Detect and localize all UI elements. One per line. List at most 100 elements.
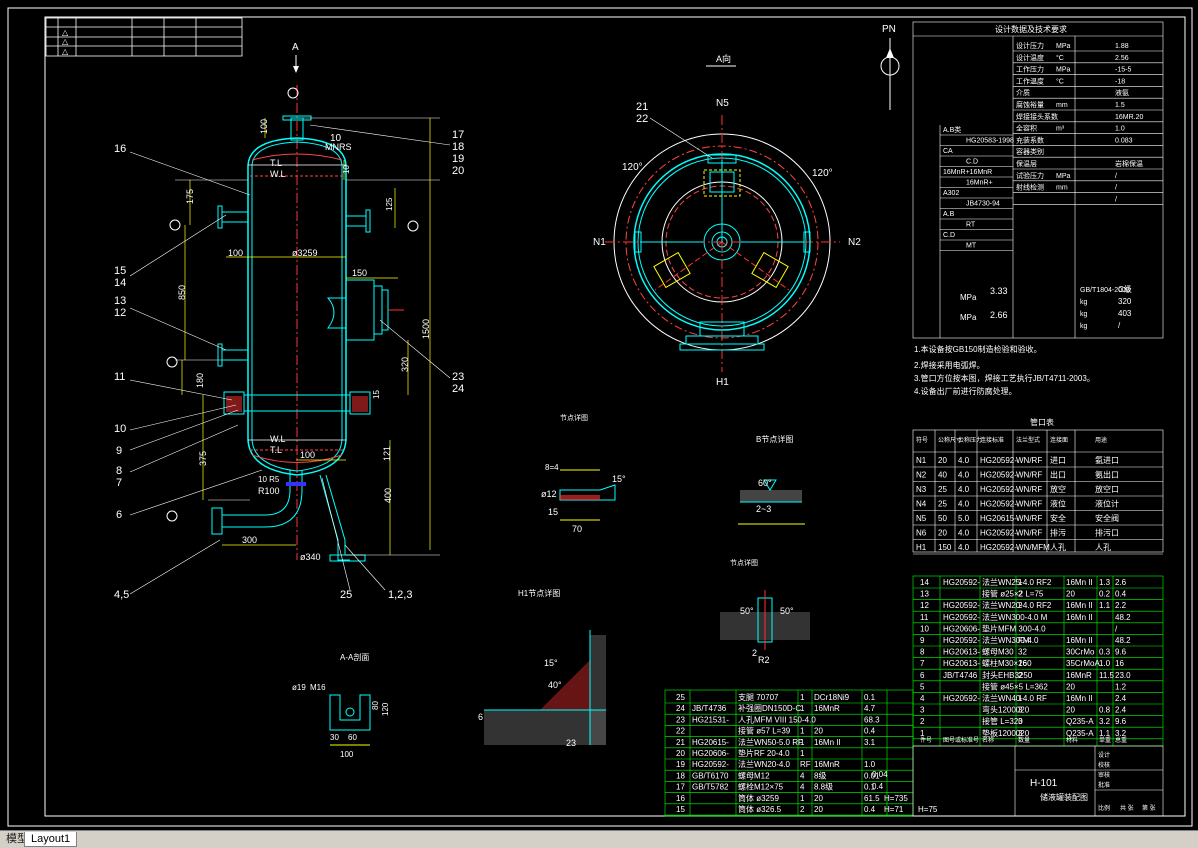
title-block-labels: 设计校核审核批准比例共 张第 张 [1098, 751, 1156, 812]
weight-unit: GB/T1804-2000 [1080, 287, 1130, 294]
dim-a10: 10 R5 [258, 475, 280, 484]
bom-right-cell: 16 [1115, 659, 1124, 668]
dim-850: 850 [177, 285, 187, 300]
bom-right-cell: 20 [1066, 706, 1075, 715]
layout-tab-bar: 模型 Layout1 [0, 830, 1198, 848]
bom-right-cell: 接管 ø25×2 L=75 [982, 589, 1044, 599]
bom-right-cell: 20 [1066, 590, 1075, 599]
tab-model[interactable]: 模型 [6, 833, 28, 845]
design-table-left: A.B类HG20583-1998CAC.D16MnR+16MnR16MnR+A3… [940, 125, 1014, 251]
callout-6: 6 [116, 509, 122, 521]
bom-right-cell: 1 [920, 729, 925, 738]
design-row-unit: mm [1056, 102, 1068, 109]
design-row-value: / [1115, 185, 1117, 192]
bom-left-cell: DCr18Ni9 [814, 693, 850, 702]
bom-right-cell: 3 [1018, 717, 1023, 726]
bom-header-cell: 材料 [1066, 736, 1078, 744]
bom-left-cell: 法兰WN50-5.0 RF [738, 737, 803, 747]
bom-left-cell: 接管 ø57 L=39 [738, 726, 791, 736]
callout-10-r: 10 [330, 133, 342, 144]
nozzle-cell: 50 [938, 514, 947, 523]
note-1: 1.本设备按GB150制造检验和验收。 [914, 344, 1042, 354]
title-label: 第 张 [1142, 804, 1156, 812]
title-block-name: H-101 [1030, 778, 1058, 789]
design-row-label: 试验压力 [1016, 171, 1044, 180]
design-row-value: 液氨 [1115, 88, 1129, 97]
bom-left-cell: 4.7 [864, 704, 876, 713]
angle-120-right: 120° [812, 168, 833, 179]
nozzle-header-cell: 公称压力 [958, 436, 982, 444]
nozzle-cell: 4.0 [958, 543, 970, 552]
aa-val-120: 120 [381, 702, 390, 716]
bom-right-cell: 封头EHB3250 [982, 670, 1033, 680]
nozzle-cell: N3 [916, 485, 927, 494]
det-val-15c: 15 [548, 507, 558, 517]
plan-view-label: A向 [716, 53, 731, 64]
callout-4-5: 4,5 [114, 589, 129, 601]
bom-right-cell: 30CrMo [1066, 648, 1095, 657]
inner-frame [44, 16, 1186, 817]
bom-left-cell: 8级 [814, 770, 826, 780]
design-row-unit: °C [1056, 77, 1064, 85]
nozzle-cell: 40 [938, 471, 947, 480]
design-row-label: 设计压力 [1016, 41, 1044, 50]
bom-right-cell: 2 [1018, 671, 1023, 680]
extra-wt-2: 0.4 [872, 782, 884, 791]
bom-right-cell: 法兰WN300-4.0 M [982, 612, 1048, 622]
nozzle-cell: 放空 [1050, 484, 1066, 494]
pressure-val-2: 2.66 [990, 310, 1008, 320]
design-row-label: 全容积 [1016, 124, 1037, 133]
bom-right-cell: 0.2 [1099, 590, 1111, 599]
title-label: 设计 [1098, 751, 1110, 759]
bom-right-cell: 9.6 [1115, 717, 1127, 726]
extension-lines [175, 117, 440, 556]
weight-value: C级 [1118, 284, 1132, 294]
bom-right-cell: HG20592- [943, 613, 980, 622]
bom-left-cell: 3.1 [864, 738, 876, 747]
cad-drawing-canvas[interactable]: △ △ △ [0, 0, 1198, 830]
bom-right-cell: 3 [1018, 706, 1023, 715]
callout-18: 18 [452, 141, 464, 153]
bom-right-cell: 14 [920, 578, 929, 587]
nozzle-cell: 液位 [1050, 499, 1066, 509]
design-row-value: 岩棉保温 [1115, 159, 1143, 168]
bom-left-cell: 20 [676, 749, 685, 758]
nozzle-cell: HG20592- [980, 543, 1017, 552]
bom-right-cell: 16Mn II [1066, 694, 1093, 703]
callout-7: 7 [116, 477, 122, 489]
design-row-value: 1.88 [1115, 43, 1129, 50]
title-block-grid [912, 745, 1164, 817]
bom-right-cell: 接管 L=320 [982, 716, 1023, 726]
nozzle-cell: 25 [938, 500, 947, 509]
level-wl: W.L [270, 169, 286, 179]
bom-right-cell: Q235-A [1066, 729, 1094, 738]
design-row-value: 2.56 [1115, 55, 1129, 62]
nozzle-cell: WN/RF [1016, 500, 1042, 509]
vessel-plan-view [605, 115, 840, 372]
design-left-cell: RT [966, 222, 976, 229]
title-block-subtitle: 储液罐装配图 [1040, 792, 1088, 802]
bom-left-cell: 24 [676, 704, 685, 713]
design-left-cell: HG20583-1998 [966, 138, 1014, 145]
nozzle-cell: 20 [938, 456, 947, 465]
dim-150: 150 [352, 268, 367, 278]
nozzle-cell: 排污 [1050, 528, 1066, 538]
design-row-label: 腐蚀裕量 [1016, 100, 1044, 109]
bom-left-cell: 16Mn II [814, 738, 841, 747]
tab-layout1[interactable]: Layout1 [24, 832, 78, 847]
section-a-label: A [292, 42, 299, 53]
bom-left-cell: 1 [800, 749, 805, 758]
bom-right-cell: HG20592- [943, 578, 980, 587]
aa-val-100: 100 [340, 750, 354, 759]
nozzle-cell: 4.0 [958, 456, 970, 465]
det-val-12: ø12 [541, 489, 557, 499]
bom-left-cell: 螺母M12 [738, 770, 770, 780]
nozzle-cell: N6 [916, 529, 927, 538]
bom-right-cell: 3 [1018, 729, 1023, 738]
callout-17: 17 [452, 129, 464, 141]
nozzle-cell: HG20592- [980, 456, 1017, 465]
design-left-cell: 16MnR+16MnR [943, 169, 992, 176]
pressure-val-1: 3.33 [990, 286, 1008, 296]
